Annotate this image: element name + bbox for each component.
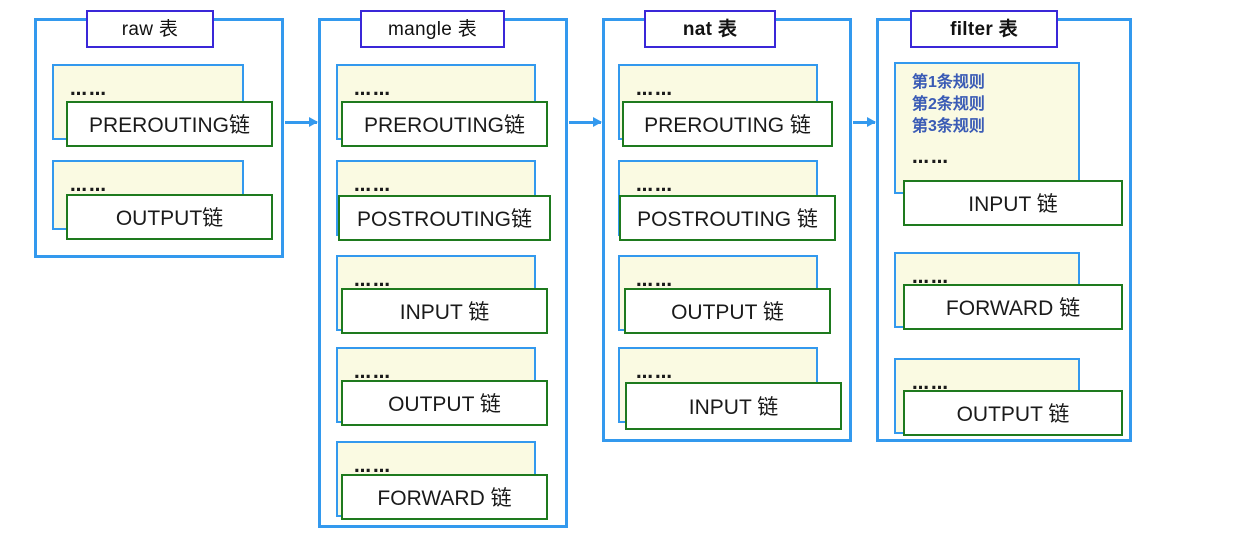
connector-mangle-to-nat bbox=[569, 117, 602, 127]
ellipsis-icon: …… bbox=[636, 176, 674, 196]
ellipsis-icon: …… bbox=[70, 80, 108, 100]
table-title-mangle: mangle 表 bbox=[360, 10, 505, 48]
chain-box-nat-1[interactable]: POSTROUTING 链 bbox=[619, 195, 836, 241]
chain-box-filter-1[interactable]: FORWARD 链 bbox=[903, 284, 1123, 330]
ellipsis-icon: …… bbox=[636, 363, 674, 383]
chain-box-mangle-3[interactable]: OUTPUT 链 bbox=[341, 380, 548, 426]
ellipsis-icon: …… bbox=[354, 363, 392, 383]
ellipsis-icon: …… bbox=[354, 271, 392, 291]
ellipsis-icon: …… bbox=[636, 80, 674, 100]
chain-box-raw-0[interactable]: PREROUTING链 bbox=[66, 101, 273, 147]
ellipsis-icon: …… bbox=[354, 80, 392, 100]
chain-box-mangle-4[interactable]: FORWARD 链 bbox=[341, 474, 548, 520]
ellipsis-icon: …… bbox=[912, 374, 950, 394]
chain-box-nat-3[interactable]: INPUT 链 bbox=[625, 382, 842, 430]
rule-line: 第3条规则 bbox=[912, 117, 985, 135]
connector-raw-to-mangle bbox=[285, 117, 318, 127]
ellipsis-icon: …… bbox=[354, 176, 392, 196]
chain-box-nat-2[interactable]: OUTPUT 链 bbox=[624, 288, 831, 334]
chain-box-mangle-1[interactable]: POSTROUTING链 bbox=[338, 195, 551, 241]
chain-box-raw-1[interactable]: OUTPUT链 bbox=[66, 194, 273, 240]
rule-line: 第2条规则 bbox=[912, 95, 985, 113]
table-title-nat: nat 表 bbox=[644, 10, 776, 48]
chain-box-mangle-0[interactable]: PREROUTING链 bbox=[341, 101, 548, 147]
ellipsis-icon: …… bbox=[70, 176, 108, 196]
rules-list-filter-0: 第1条规则第2条规则第3条规则 bbox=[912, 72, 985, 137]
ellipsis-icon: …… bbox=[354, 457, 392, 477]
rule-line: 第1条规则 bbox=[912, 74, 985, 91]
chain-box-filter-0[interactable]: INPUT 链 bbox=[903, 180, 1123, 226]
chain-box-filter-2[interactable]: OUTPUT 链 bbox=[903, 390, 1123, 436]
ellipsis-icon: …… bbox=[912, 148, 950, 168]
connector-nat-to-filter bbox=[853, 117, 876, 127]
chain-box-mangle-2[interactable]: INPUT 链 bbox=[341, 288, 548, 334]
ellipsis-icon: …… bbox=[636, 271, 674, 291]
ellipsis-icon: …… bbox=[912, 268, 950, 288]
table-title-filter: filter 表 bbox=[910, 10, 1058, 48]
rules-card-filter-0: 第1条规则第2条规则第3条规则 …… bbox=[894, 62, 1080, 194]
table-title-raw: raw 表 bbox=[86, 10, 214, 48]
chain-box-nat-0[interactable]: PREROUTING 链 bbox=[622, 101, 833, 147]
